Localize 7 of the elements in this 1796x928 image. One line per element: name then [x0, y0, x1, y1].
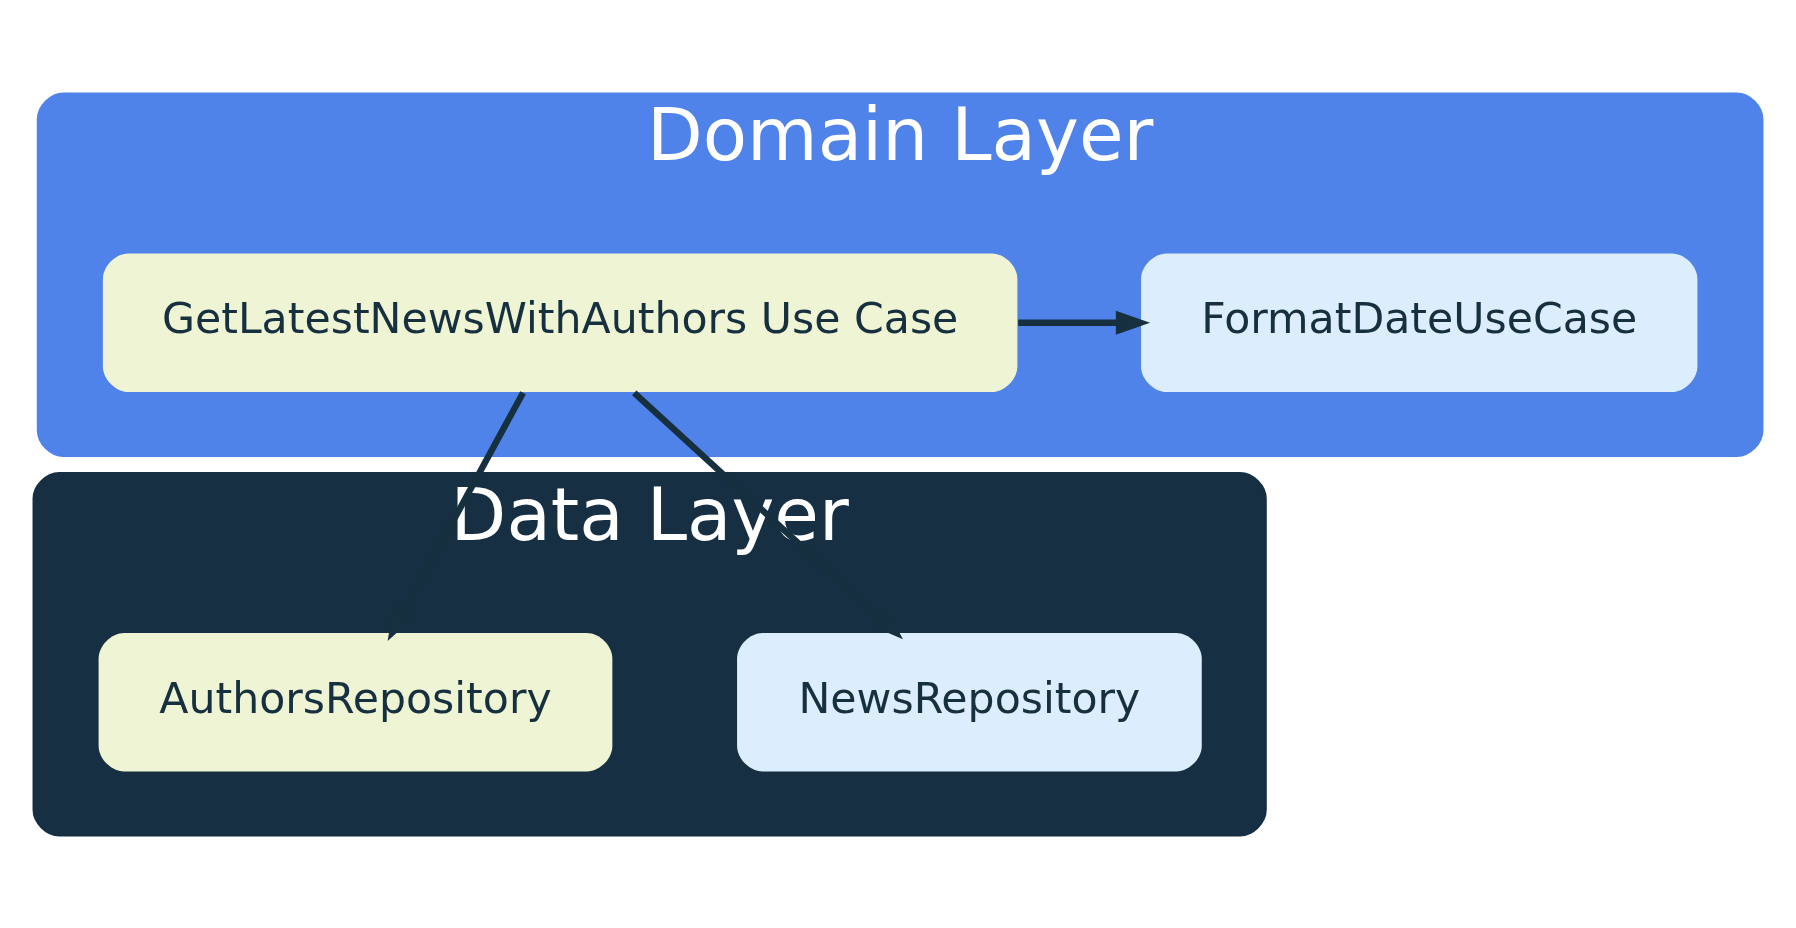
node-box: AuthorsRepository: [98, 632, 613, 771]
arrow: [387, 390, 526, 641]
node-box: GetLatestNewsWithAuthors Use Case: [102, 252, 1018, 392]
arrow: [1018, 310, 1151, 335]
node-box: FormatDateUseCase: [1141, 252, 1698, 392]
node-box: NewsRepository: [737, 632, 1202, 771]
arrow: [632, 389, 903, 639]
